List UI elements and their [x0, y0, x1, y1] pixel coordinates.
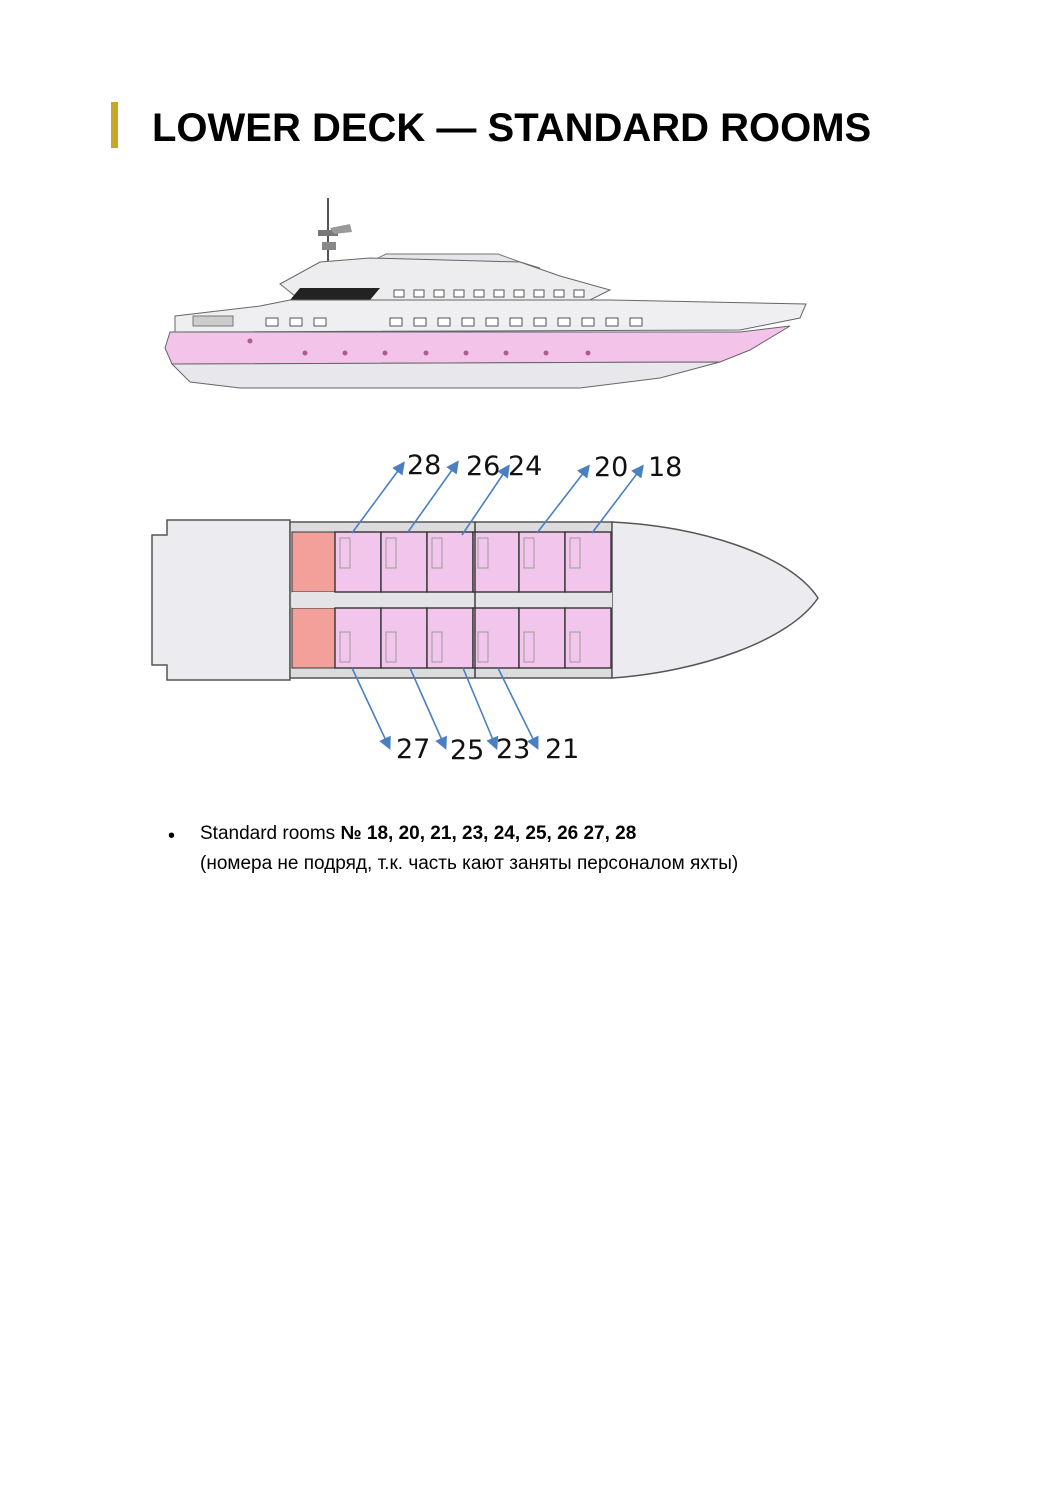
cabin: [518, 531, 566, 593]
cabin: [472, 607, 520, 669]
room-label-18: 18: [648, 452, 683, 483]
room-label-27: 27: [396, 734, 431, 765]
crew-room: [291, 607, 336, 669]
crew-room: [291, 531, 336, 593]
room-label-23: 23: [496, 734, 531, 765]
room-label-20: 20: [594, 452, 629, 483]
rooms-list: Standard rooms № 18, 20, 21, 23, 24, 25,…: [200, 822, 636, 846]
cabin: [518, 607, 566, 669]
cabin: [380, 607, 428, 669]
arrow-21: [497, 667, 539, 750]
cabin: [334, 531, 382, 593]
arrow-25: [409, 667, 447, 750]
arrow-23: [462, 667, 499, 750]
room-label-26: 26: [466, 451, 501, 482]
room-label-21: 21: [545, 734, 580, 765]
room-label-24: 24: [508, 451, 543, 482]
deck-plan: [151, 460, 819, 750]
cabin: [380, 531, 428, 593]
rooms-prefix: Standard rooms: [200, 823, 341, 844]
arrow-20: [536, 464, 590, 534]
arrow-27: [351, 667, 391, 750]
room-label-25: 25: [450, 735, 485, 766]
yacht-side-view: [164, 198, 807, 389]
rooms-numbers: № 18, 20, 21, 23, 24, 25, 26 27, 28: [340, 823, 637, 844]
cabin: [426, 531, 474, 593]
cabin: [564, 607, 612, 669]
title-accent-bar: [111, 102, 118, 148]
cabin: [472, 531, 520, 593]
arrow-26: [407, 460, 459, 533]
cabin: [426, 607, 474, 669]
rooms-remark: (номера не подряд, т.к. часть кают занят…: [200, 853, 739, 874]
cabin: [564, 531, 612, 593]
arrow-28: [351, 461, 405, 534]
arrow-18: [591, 464, 644, 534]
page-title: LOWER DECK — STANDARD ROOMS: [152, 106, 872, 150]
cabin: [334, 607, 382, 669]
bullet-icon: •: [168, 825, 176, 847]
arrow-24: [461, 464, 510, 536]
room-label-28: 28: [407, 450, 442, 481]
